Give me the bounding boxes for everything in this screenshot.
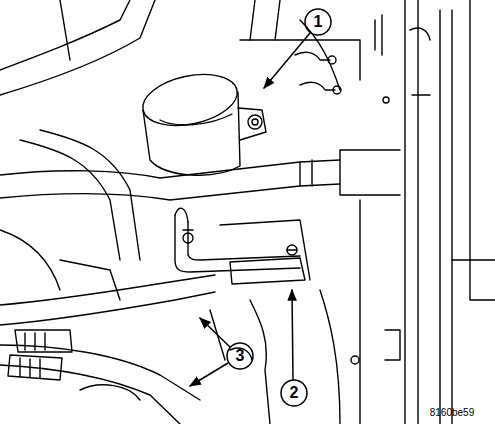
callout-number: 2 <box>290 385 299 401</box>
filter-housing <box>138 67 266 176</box>
coolant-tube <box>175 208 310 280</box>
callout-number: 3 <box>236 348 245 364</box>
leader-line <box>292 290 293 380</box>
figure-id: 8160be59 <box>430 408 475 418</box>
leader-line <box>264 33 310 88</box>
background-hoses <box>0 0 360 260</box>
leader-line <box>190 363 228 386</box>
fittings <box>295 15 389 103</box>
callout-number: 1 <box>314 14 323 30</box>
engine-block <box>0 200 360 424</box>
radiator <box>385 0 495 424</box>
leader-line <box>200 318 230 347</box>
callout-circle <box>227 343 253 369</box>
callout-circle <box>281 380 307 406</box>
main-hose <box>0 150 400 200</box>
lower-hoses <box>0 275 215 424</box>
callout-leaders <box>190 9 331 406</box>
callout-circle <box>305 9 331 35</box>
bracket <box>230 245 305 284</box>
